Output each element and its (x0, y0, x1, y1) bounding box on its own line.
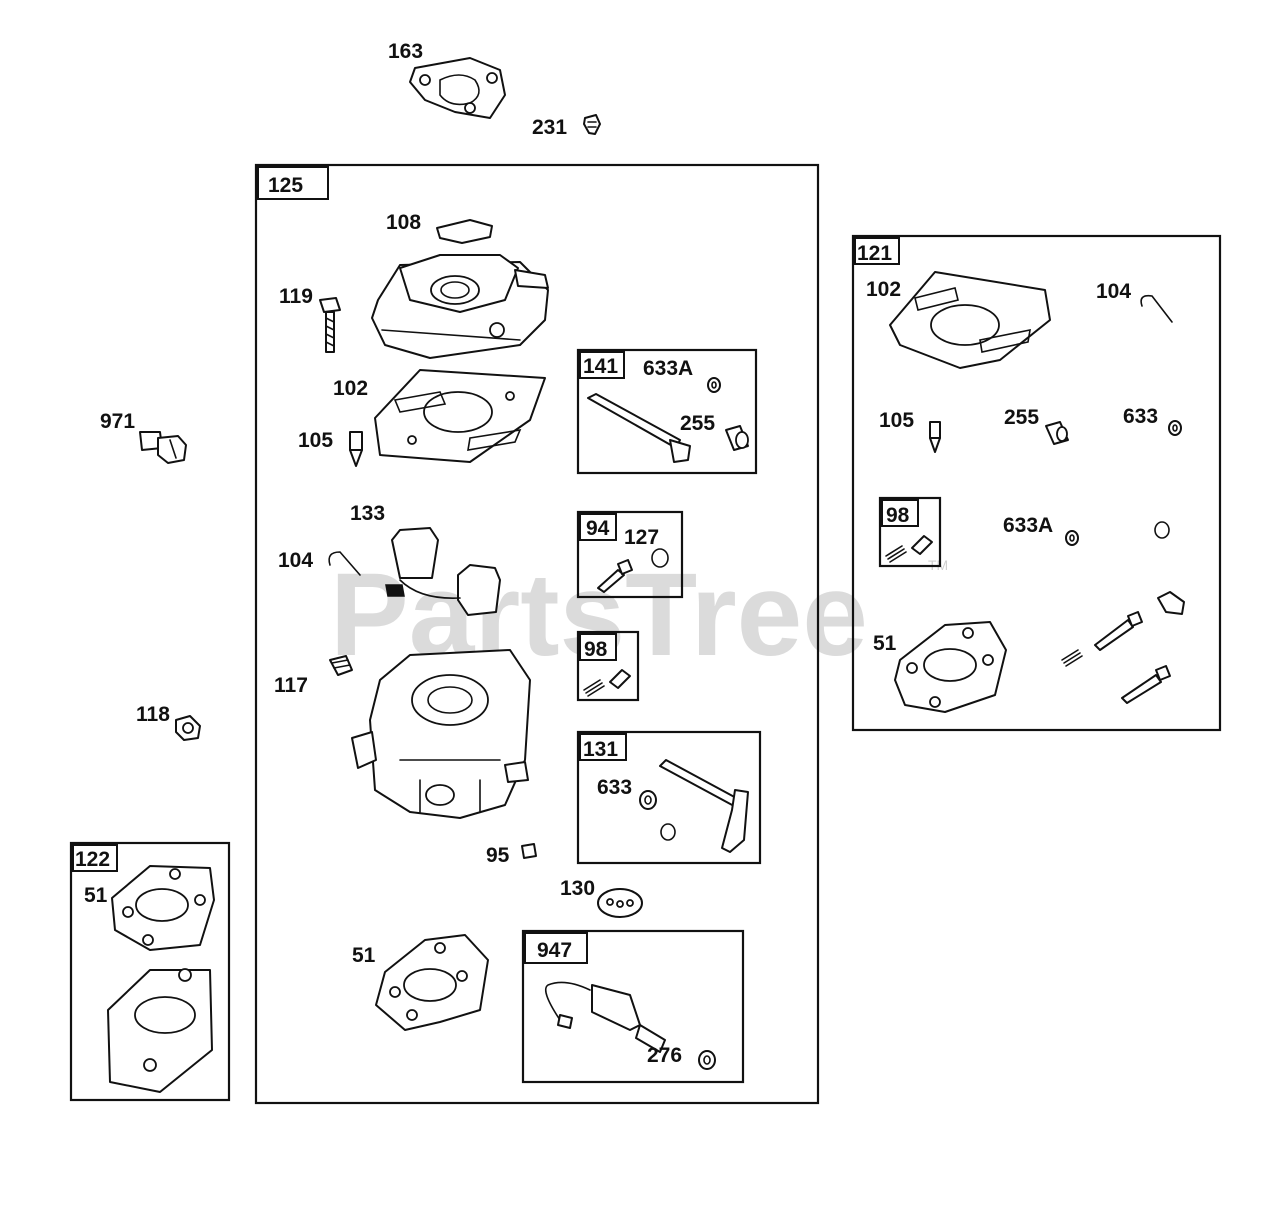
label-633-121: 633 (1123, 405, 1158, 428)
part-163-gasket[interactable] (409, 57, 506, 119)
part-117-jet[interactable] (329, 655, 353, 676)
kit-box-141: 141 (576, 348, 758, 475)
part-118-fitting[interactable] (175, 715, 201, 741)
label-633A-141: 633A (643, 357, 693, 380)
label-51-121: 51 (873, 632, 897, 655)
part-105-needle[interactable] (349, 431, 363, 467)
label-105: 105 (298, 429, 333, 452)
label-104: 104 (278, 549, 313, 572)
part-94-screw[interactable] (597, 559, 633, 593)
part-121-spring[interactable] (1061, 649, 1083, 667)
label-971: 971 (100, 410, 135, 433)
part-121-limiter-cap[interactable] (1157, 591, 1185, 615)
kit-box-122: 122 (69, 841, 231, 1102)
part-633A-seal[interactable] (707, 377, 721, 393)
part-95-screw[interactable] (521, 843, 537, 859)
kit-box-131: 131 (576, 730, 762, 865)
box-label-121: 121 (857, 242, 892, 265)
kit-box-947: 947 (521, 929, 745, 1084)
label-276: 276 (647, 1044, 682, 1067)
part-255-bushing[interactable] (725, 425, 749, 451)
part-119-screw[interactable] (319, 297, 341, 353)
part-121-gasket[interactable] (889, 271, 1051, 369)
label-118: 118 (136, 703, 170, 726)
part-122-gasket[interactable] (111, 865, 215, 951)
part-carburetor-cover[interactable] (371, 254, 549, 359)
label-130: 130 (560, 877, 595, 900)
label-255-141: 255 (680, 412, 715, 435)
part-122-spacer[interactable] (107, 968, 213, 1093)
part-98-spring-screw[interactable] (583, 669, 631, 697)
label-231: 231 (532, 116, 567, 139)
part-231-screw[interactable] (583, 114, 601, 135)
part-108-gasket[interactable] (436, 219, 493, 244)
part-104-pin[interactable] (328, 551, 361, 576)
label-108: 108 (386, 211, 421, 234)
part-121-98-spring-screw[interactable] (885, 535, 933, 563)
label-105-121: 105 (879, 409, 914, 432)
label-102: 102 (333, 377, 368, 400)
label-127: 127 (624, 526, 659, 549)
label-633A-121: 633A (1003, 514, 1053, 537)
box-label-947: 947 (537, 939, 572, 962)
kit-box-125: 125 (254, 163, 820, 1105)
part-51-gasket[interactable] (375, 934, 489, 1031)
part-102-gasket[interactable] (374, 369, 546, 463)
part-121-needle[interactable] (929, 421, 941, 453)
part-633-seal[interactable] (639, 790, 657, 810)
part-121-lockwasher[interactable] (1154, 521, 1170, 539)
part-141-throttle-shaft[interactable] (587, 393, 691, 463)
label-633-131: 633 (597, 776, 632, 799)
part-131-choke-shaft[interactable] (659, 759, 749, 853)
kit-box-98: 98 (576, 630, 640, 702)
part-947-solenoid[interactable] (544, 981, 666, 1053)
box-label-94: 94 (586, 517, 610, 540)
label-51: 51 (352, 944, 376, 967)
box-label-98-121: 98 (886, 504, 910, 527)
part-130-plate[interactable] (597, 888, 643, 918)
part-121-seal[interactable] (1168, 420, 1182, 436)
label-95: 95 (486, 844, 510, 867)
part-121-mixture-screw[interactable] (1121, 665, 1171, 704)
part-276-washer[interactable] (698, 1050, 716, 1070)
part-121-bushing[interactable] (1045, 421, 1069, 445)
box-label-98: 98 (584, 638, 608, 661)
label-119: 119 (279, 285, 313, 308)
box-label-125: 125 (268, 174, 303, 197)
kit-box-121: 121 (851, 234, 1222, 732)
label-104-121: 104 (1096, 280, 1131, 303)
part-carburetor-body[interactable] (351, 649, 531, 819)
part-121-633A-seal[interactable] (1065, 530, 1079, 546)
label-51-122: 51 (84, 884, 108, 907)
label-133: 133 (350, 502, 385, 525)
box-label-131: 131 (583, 738, 618, 761)
label-255-121: 255 (1004, 406, 1039, 429)
part-121-pin[interactable] (1140, 294, 1173, 323)
box-label-141: 141 (583, 355, 618, 378)
kit-box-98-121: 98 (878, 496, 942, 568)
label-102-121: 102 (866, 278, 901, 301)
box-label-122: 122 (75, 848, 110, 871)
label-117: 117 (274, 674, 308, 697)
part-971-bolt[interactable] (139, 431, 187, 464)
part-121-mount-gasket[interactable] (894, 621, 1007, 713)
part-133-float[interactable] (385, 527, 501, 616)
part-121-idle-screw[interactable] (1094, 611, 1143, 651)
label-163: 163 (388, 40, 423, 63)
kit-box-94: 94 (576, 510, 684, 599)
part-127-oring[interactable] (651, 548, 669, 568)
